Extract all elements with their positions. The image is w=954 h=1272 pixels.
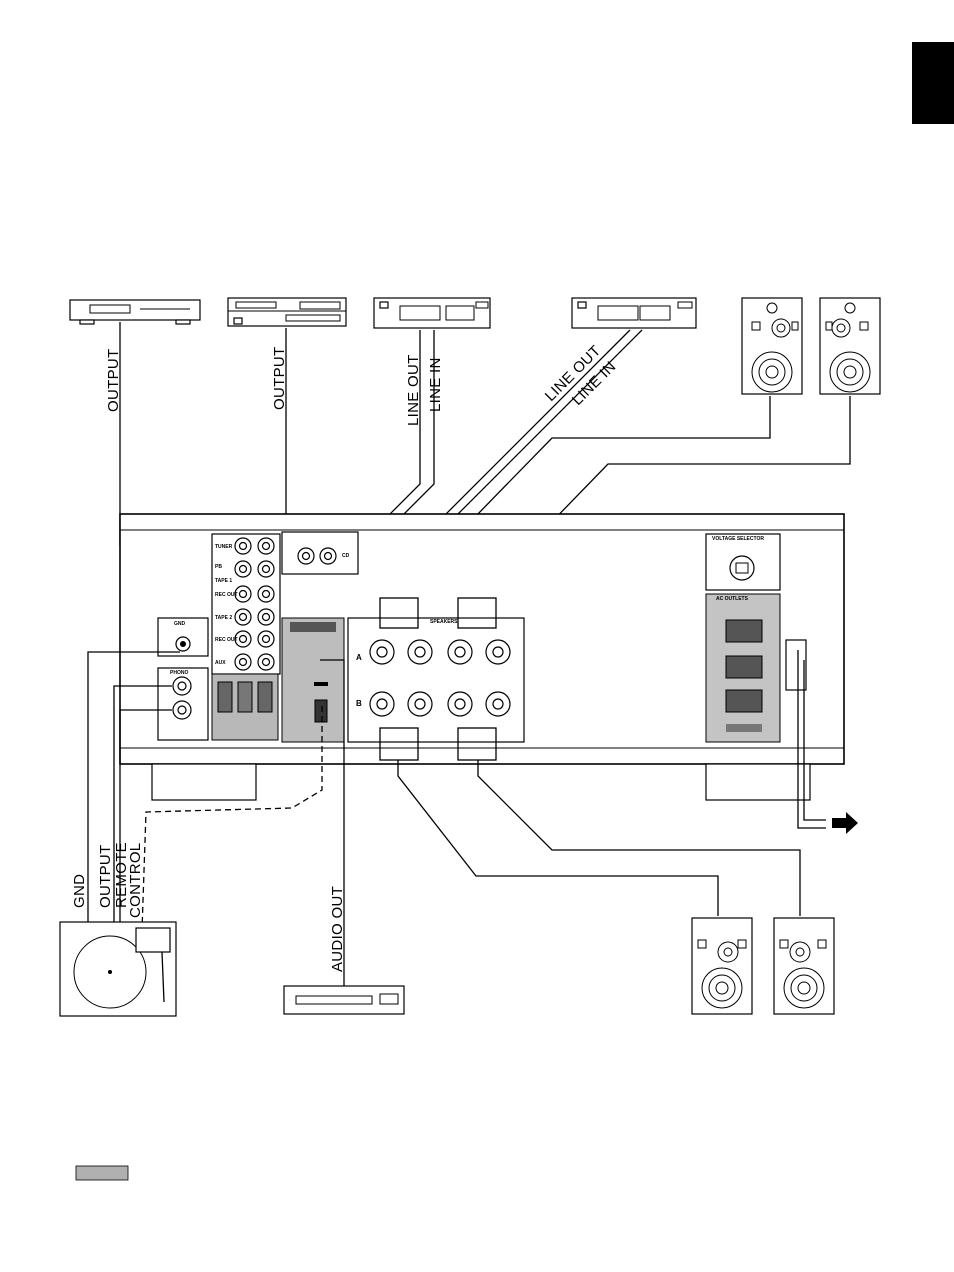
speaker-top-left <box>741 297 803 395</box>
label-row-a: A <box>356 653 362 662</box>
label-gnd-terminal: GND <box>174 621 186 627</box>
label-tape2-rec: REC OUT <box>215 637 238 643</box>
label-audio-out: AUDIO OUT <box>329 886 346 972</box>
tuner-cable <box>119 322 238 546</box>
label-tuner-output: OUTPUT <box>105 349 122 412</box>
speaker-top-right <box>819 297 881 395</box>
gnd-cable <box>87 651 180 930</box>
arrow-icon <box>832 812 858 834</box>
label-tuner-jack: TUNER <box>215 544 233 550</box>
gnd-terminal: GND <box>157 617 209 657</box>
power-cord <box>797 650 826 829</box>
footer-mark <box>75 1165 129 1181</box>
bottom-left-speaker-cable <box>397 760 719 916</box>
label-row-b: B <box>356 699 362 708</box>
label-tape2: TAPE 2 <box>215 615 232 621</box>
remote-block <box>281 617 345 743</box>
speaker-terminals: SPEAKERS A B <box>347 617 525 743</box>
label-tape1-rec: REC OUT <box>215 592 238 598</box>
cassette-deck-1-device <box>373 297 491 329</box>
label-cd-output: OUTPUT <box>271 347 288 410</box>
label-control: CONTROL <box>127 843 144 918</box>
label-cd-jack: CD <box>342 553 350 559</box>
language-tab <box>912 42 954 124</box>
speaker-bottom-right <box>773 917 835 1015</box>
phono-output-cable-2 <box>119 709 172 930</box>
label-gnd: GND <box>71 874 88 908</box>
phono-jack-block: PHONO <box>157 667 209 741</box>
remote-control-cable <box>141 706 323 931</box>
ac-outlets: AC OUTLETS <box>705 593 781 743</box>
voltage-selector: VOLTAGE SELECTOR <box>705 533 781 591</box>
tuner-device <box>69 299 201 325</box>
label-tape1: TAPE 1 <box>215 578 232 584</box>
label-phono: PHONO <box>170 670 188 676</box>
label-speakers: SPEAKERS <box>430 619 458 625</box>
label-aux: AUX <box>215 660 226 666</box>
input-jack-block: TUNER PB TAPE 1 REC OUT TAPE 2 REC OUT A… <box>211 533 281 675</box>
cd-jack-block: CD <box>281 531 359 575</box>
phono-output-cable-1 <box>113 685 172 930</box>
turntable-device <box>59 921 177 1017</box>
recorder-device <box>283 985 405 1015</box>
cd-player-device <box>227 297 347 327</box>
label-phono-output: OUTPUT <box>97 845 114 908</box>
label-voltage-selector: VOLTAGE SELECTOR <box>712 536 764 542</box>
audio-out-cable <box>320 659 345 986</box>
label-deck1-line-in: LINE IN <box>427 357 444 412</box>
cassette-deck-2-device <box>571 297 697 329</box>
label-remote: REMOTE <box>113 842 130 908</box>
label-ac-outlets: AC OUTLETS <box>716 596 749 602</box>
speaker-bottom-left <box>691 917 753 1015</box>
bottom-right-speaker-cable <box>477 760 801 916</box>
switch-block-left <box>211 673 279 741</box>
label-deck1-line-out: LINE OUT <box>405 354 422 426</box>
label-tape1-pb-top: PB <box>215 564 222 570</box>
